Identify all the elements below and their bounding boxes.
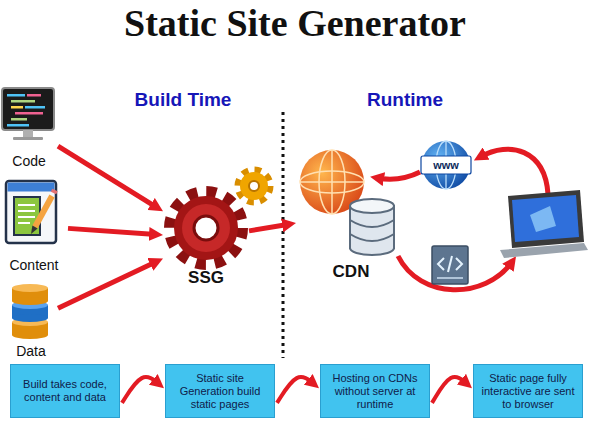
node-label: Static page fully interactive are sent t…: [479, 372, 577, 411]
gear-hole: [249, 181, 259, 191]
node-label: Build takes code, content and data: [16, 378, 114, 404]
flow-arrow: [58, 261, 157, 308]
step-box: Static page fully interactive are sent t…: [473, 364, 583, 418]
database-icon: [12, 284, 48, 339]
document-line: [18, 210, 35, 212]
pencil-eraser: [54, 190, 56, 193]
node-label: Static site Generation build static page…: [171, 372, 269, 411]
gear-body: [174, 196, 238, 260]
content-icon-node: Content: [0, 176, 68, 276]
diagram-title: Static Site Generator: [0, 1, 590, 45]
cdn-node: CDN: [296, 144, 406, 284]
cylinder-top: [12, 284, 48, 292]
laptop-lid: [508, 190, 584, 248]
code-slash: [448, 256, 452, 272]
globe-band: [421, 156, 471, 174]
document-line: [18, 222, 30, 224]
code-line: [11, 118, 27, 121]
small-gear-icon: [238, 170, 270, 202]
cylinder-bottom: [350, 241, 394, 255]
gear-hole: [194, 216, 218, 240]
laptop-icon: [500, 190, 588, 258]
server-cylinder-icon: [350, 199, 394, 255]
window-titlebar: [8, 183, 55, 192]
code-bracket: [456, 258, 462, 270]
step-box: Hosting on CDNs without server at runtim…: [320, 364, 430, 418]
document-line: [18, 216, 35, 218]
node-label: Data: [16, 343, 46, 360]
cylinder-bottom: [12, 314, 48, 322]
monitor-icon: [2, 88, 54, 140]
code-icon-node: Code: [0, 84, 58, 172]
code-file-icon: [432, 246, 468, 284]
request-arrow: [480, 149, 548, 194]
monitor-stand: [23, 130, 33, 137]
cylinder-top: [350, 199, 394, 213]
laptop-base: [500, 243, 588, 258]
gear-teeth: [170, 192, 242, 264]
globe: [422, 141, 470, 189]
flow-arrow: [277, 377, 314, 403]
cylinder-bottom: [12, 331, 48, 339]
code-line: [7, 94, 25, 97]
code-line: [15, 112, 43, 115]
www-globe-icon: [421, 141, 471, 189]
monitor-base: [13, 137, 43, 140]
step-box: Build takes code, content and data: [10, 364, 120, 418]
cylinder-band: [350, 234, 394, 241]
step-box: Static site Generation build static page…: [165, 364, 275, 418]
gear-body: [240, 172, 268, 200]
node-label: Content: [9, 257, 58, 274]
window-frame: [6, 181, 56, 243]
file-sheet: [432, 246, 468, 284]
node-label: CDN: [333, 262, 370, 282]
code-line: [11, 100, 35, 103]
globe-equator: [300, 181, 364, 183]
content-icon: [6, 181, 56, 243]
node-label: Code: [12, 153, 45, 170]
node-label: SSG: [188, 268, 224, 288]
code-line: [27, 94, 41, 97]
laptop-screen: [512, 195, 579, 242]
data-icon-node: Data: [4, 280, 58, 362]
phase-heading: Runtime: [367, 88, 443, 111]
cylinder-band: [350, 220, 394, 227]
request-arrow: [377, 172, 420, 179]
globe-badge: www: [430, 157, 462, 173]
screen-logo: [530, 206, 556, 232]
code-line: [25, 106, 45, 109]
phase-divider: [282, 112, 285, 358]
file-line: [437, 277, 463, 279]
flow-arrow: [249, 224, 289, 231]
document-sheet: [14, 197, 40, 235]
monitor-screen: [2, 88, 54, 130]
gear-teeth: [238, 170, 270, 202]
gear-ring: [182, 204, 230, 252]
pencil-body: [35, 196, 52, 227]
flow-arrow: [68, 228, 156, 234]
code-line: [11, 106, 23, 109]
flow-arrow: [432, 377, 467, 403]
cylinder-bottom: [12, 297, 48, 305]
node-label: Hosting on CDNs without server at runtim…: [326, 372, 424, 411]
document-line: [18, 204, 35, 206]
gear-icon: [170, 192, 242, 264]
phase-heading: Build Time: [135, 88, 232, 111]
code-bracket: [438, 258, 444, 270]
flow-arrow: [58, 146, 157, 208]
generator-node: SSG: [163, 186, 249, 290]
pencil-tip: [31, 226, 38, 235]
flow-arrow: [122, 377, 159, 403]
code-line: [7, 124, 29, 127]
